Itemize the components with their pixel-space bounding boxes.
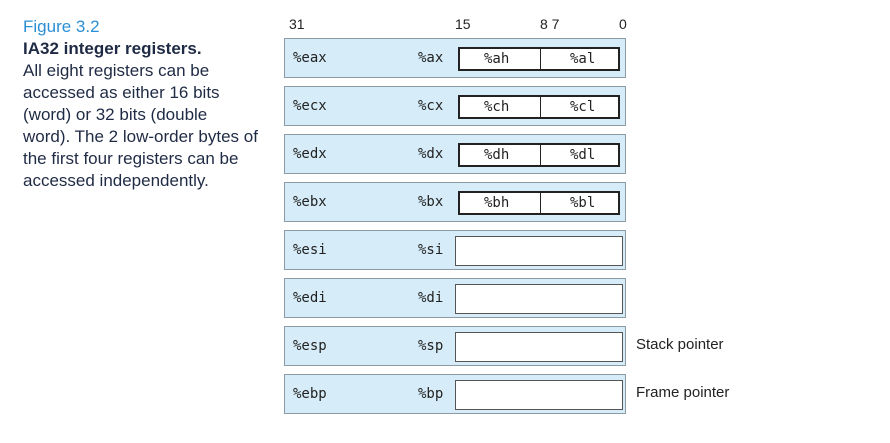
- register-annotation: Stack pointer: [636, 336, 724, 353]
- byte-divider: [540, 145, 541, 165]
- register-row: %eax %ax %ah %al: [284, 38, 626, 78]
- register-row: %ebp %bp: [284, 374, 626, 414]
- register-32bit-name: %ecx: [293, 98, 327, 114]
- byte-register-box: %dh %dl: [458, 143, 620, 167]
- byte-divider: [540, 97, 541, 117]
- low-word-box: [455, 332, 623, 362]
- register-low-byte: %bl: [570, 195, 596, 211]
- figure-title: IA32 integer registers.: [23, 39, 202, 58]
- low-word-box: [455, 236, 623, 266]
- register-annotation: Frame pointer: [636, 384, 730, 401]
- register-32bit-name: %edx: [293, 146, 327, 162]
- register-row: %edx %dx %dh %dl: [284, 134, 626, 174]
- figure-number: Figure 3.2: [23, 17, 100, 36]
- figure-caption: Figure 3.2 IA32 integer registers. All e…: [23, 16, 258, 192]
- byte-register-box: %ah %al: [458, 47, 620, 71]
- bit-label-31: 31: [289, 16, 305, 32]
- register-low-byte: %al: [570, 51, 596, 67]
- figure-description: All eight registers can be accessed as e…: [23, 61, 258, 190]
- register-16bit-name: %cx: [418, 98, 444, 114]
- register-16bit-name: %sp: [418, 338, 444, 354]
- register-32bit-name: %esi: [293, 242, 327, 258]
- bit-label-8-7: 8 7: [540, 16, 560, 32]
- register-row: %esp %sp: [284, 326, 626, 366]
- register-16bit-name: %ax: [418, 50, 444, 66]
- register-16bit-name: %bx: [418, 194, 444, 210]
- register-row: %ebx %bx %bh %bl: [284, 182, 626, 222]
- register-row: %ecx %cx %ch %cl: [284, 86, 626, 126]
- register-16bit-name: %si: [418, 242, 444, 258]
- bit-label-15: 15: [455, 16, 471, 32]
- register-low-byte: %cl: [570, 99, 596, 115]
- register-row: %esi %si: [284, 230, 626, 270]
- register-row: %edi %di: [284, 278, 626, 318]
- register-16bit-name: %dx: [418, 146, 444, 162]
- register-32bit-name: %esp: [293, 338, 327, 354]
- register-16bit-name: %bp: [418, 386, 444, 402]
- low-word-box: [455, 380, 623, 410]
- register-32bit-name: %edi: [293, 290, 327, 306]
- register-low-byte: %dl: [570, 147, 596, 163]
- register-high-byte: %ch: [484, 99, 510, 115]
- register-16bit-name: %di: [418, 290, 444, 306]
- bit-label-0: 0: [619, 16, 627, 32]
- byte-register-box: %bh %bl: [458, 191, 620, 215]
- low-word-box: [455, 284, 623, 314]
- byte-register-box: %ch %cl: [458, 95, 620, 119]
- register-high-byte: %ah: [484, 51, 510, 67]
- register-32bit-name: %ebp: [293, 386, 327, 402]
- byte-divider: [540, 193, 541, 213]
- register-32bit-name: %ebx: [293, 194, 327, 210]
- register-high-byte: %dh: [484, 147, 510, 163]
- byte-divider: [540, 49, 541, 69]
- register-32bit-name: %eax: [293, 50, 327, 66]
- register-high-byte: %bh: [484, 195, 510, 211]
